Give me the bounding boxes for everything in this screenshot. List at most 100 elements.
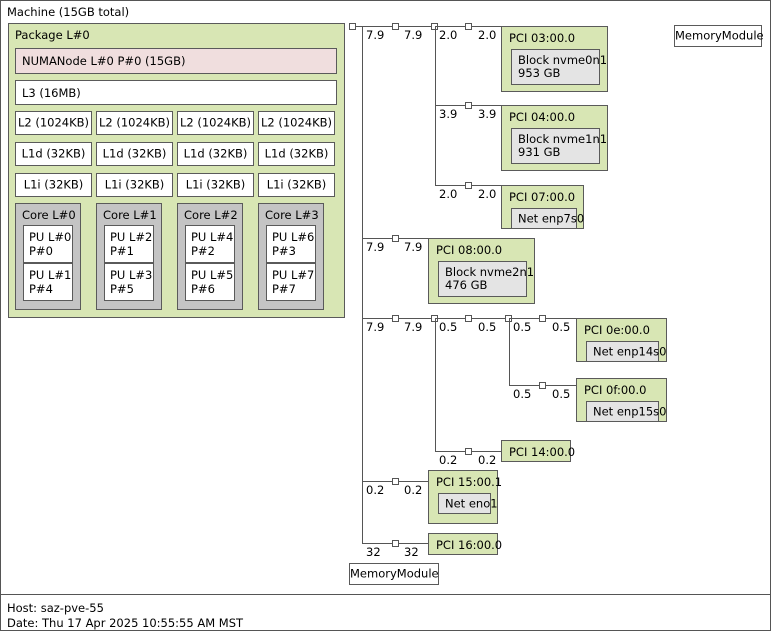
bw-hub2-pci14-left: 0.2	[439, 453, 458, 467]
bw-hub2-hub3-right: 0.5	[478, 320, 497, 334]
machine-title: Machine (15GB total)	[7, 5, 130, 19]
pu-os-index-3-1: P#7	[272, 282, 296, 296]
tree-knob-hub2-pci14	[465, 448, 472, 455]
tree-root-trunk	[362, 26, 363, 544]
l1i-cache-box-3: L1i (32KB)	[258, 173, 335, 197]
pu-label-3-1: PU L#7	[272, 268, 315, 282]
footer-date: Date: Thu 17 Apr 2025 10:55:55 AM MST	[7, 616, 244, 630]
bw-root-pci15-left: 0.2	[366, 483, 385, 497]
pci-box-pci-03: PCI 03:00.0 Block nvme0n1 953 GB	[501, 26, 608, 92]
bw-hub2-pci14-right: 0.2	[478, 453, 497, 467]
package-title: Package L#0	[15, 28, 90, 42]
l1i-cache-box-1: L1i (32KB)	[96, 173, 173, 197]
pci-box-pci-07: PCI 07:00.0 Net enp7s0	[501, 185, 584, 229]
osdev-box-pci-07: Net enp7s0	[511, 208, 584, 229]
bw-hub3-pci0e-left: 0.5	[513, 320, 532, 334]
l1d-cache-box-2: L1d (32KB)	[177, 142, 254, 166]
pu-label-1-0: PU L#2	[110, 230, 153, 244]
pci-box-pci-15: PCI 15:00.1 Net eno1	[428, 470, 502, 524]
bw-hub3-pci0f-right: 0.5	[552, 387, 571, 401]
pu-os-index-1-1: P#5	[110, 282, 134, 296]
pu-os-index-2-1: P#6	[191, 282, 215, 296]
l3-cache-label: L3 (16MB)	[22, 86, 81, 100]
tree-knob-hub1-pci03	[465, 23, 472, 30]
bw-hub1-pci07-left: 2.0	[439, 187, 458, 201]
l1i-cache-label-3: L1i (32KB)	[266, 177, 327, 192]
tree-hub3-trunk	[509, 318, 510, 385]
memory-module-label-0: MemoryModule	[675, 28, 764, 43]
pu-os-index-1-0: P#1	[110, 244, 134, 258]
core-label-3: Core L#3	[265, 208, 319, 222]
tree-knob-hub3-pci0e	[539, 315, 546, 322]
pu-box-0-1: PU L#1 P#4	[23, 263, 73, 301]
tree-knob-root-pci15	[392, 478, 399, 485]
pci-title-pci-0f: PCI 0f:00.0	[584, 383, 647, 397]
bw-root-hub1-left: 7.9	[366, 28, 385, 42]
tree-knob-root-pci08	[392, 235, 399, 242]
bw-root-hub2-right: 7.9	[404, 320, 423, 334]
numanode-label: NUMANode L#0 P#0 (15GB)	[22, 54, 186, 68]
tree-hub2-trunk	[435, 318, 436, 451]
pci-title-pci-15: PCI 15:00.1	[436, 475, 503, 489]
core-label-0: Core L#0	[22, 208, 76, 222]
pu-label-3-0: PU L#6	[272, 230, 315, 244]
pu-os-index-3-0: P#3	[272, 244, 296, 258]
tree-knob-hub3-pci0f	[539, 382, 546, 389]
bw-hub1-pci04-left: 3.9	[439, 107, 458, 121]
pu-label-0-1: PU L#1	[29, 268, 72, 282]
l2-cache-label-2: L2 (1024KB)	[179, 115, 252, 130]
bw-root-pci08-left: 7.9	[366, 240, 385, 254]
pci-title-pci-07: PCI 07:00.0	[509, 190, 576, 204]
l1d-cache-label-2: L1d (32KB)	[183, 146, 248, 161]
l2-cache-box-3: L2 (1024KB)	[258, 111, 335, 135]
tree-knob-root-hub1	[392, 23, 399, 30]
l2-cache-box-0: L2 (1024KB)	[15, 111, 92, 135]
core-label-2: Core L#2	[184, 208, 238, 222]
tree-knob-hub1-pci04	[465, 102, 472, 109]
osdev-box-pci-08: Block nvme2n1 476 GB	[438, 261, 534, 297]
osdev-line1-pci-03: Block nvme0n1	[518, 53, 608, 67]
osdev-line2-pci-08: 476 GB	[445, 278, 488, 292]
l2-cache-box-1: L2 (1024KB)	[96, 111, 173, 135]
pci-box-pci-0e: PCI 0e:00.0 Net enp14s0	[576, 318, 667, 362]
tree-edge-hub2-hub3	[435, 318, 509, 319]
bw-root-pci16-left: 32	[366, 545, 381, 559]
memory-module-box-1: MemoryModule	[349, 563, 439, 585]
pu-label-2-0: PU L#4	[191, 230, 234, 244]
osdev-line2-pci-03: 953 GB	[518, 66, 561, 80]
bw-hub1-pci04-right: 3.9	[478, 107, 497, 121]
bw-hub1-pci03-left: 2.0	[439, 28, 458, 42]
l1d-cache-label-0: L1d (32KB)	[21, 146, 86, 161]
l1d-cache-label-3: L1d (32KB)	[264, 146, 329, 161]
bw-root-pci16-right: 32	[404, 545, 419, 559]
bw-root-pci15-right: 0.2	[404, 483, 423, 497]
l1i-cache-box-2: L1i (32KB)	[177, 173, 254, 197]
l1i-cache-label-0: L1i (32KB)	[23, 177, 84, 192]
l1i-cache-label-2: L1i (32KB)	[185, 177, 246, 192]
l1d-cache-box-3: L1d (32KB)	[258, 142, 335, 166]
tree-knob-hub1-pci07	[465, 182, 472, 189]
l1i-cache-label-1: L1i (32KB)	[104, 177, 165, 192]
memory-module-label-1: MemoryModule	[350, 566, 439, 581]
osdev-line1-pci-07: Net enp7s0	[518, 210, 585, 225]
osdev-line2-pci-04: 931 GB	[518, 145, 561, 159]
osdev-line1-pci-08: Block nvme2n1	[445, 265, 535, 279]
pu-box-0-0: PU L#0 P#0	[23, 225, 73, 263]
bw-root-hub1-right: 7.9	[404, 28, 423, 42]
osdev-box-pci-03: Block nvme0n1 953 GB	[511, 49, 607, 85]
pci-box-pci-0f: PCI 0f:00.0 Net enp15s0	[576, 378, 667, 422]
pu-label-0-0: PU L#0	[29, 230, 72, 244]
pci-box-pci-04: PCI 04:00.0 Block nvme1n1 931 GB	[501, 105, 608, 171]
bw-hub1-pci07-right: 2.0	[478, 187, 497, 201]
pu-box-3-1: PU L#7 P#7	[266, 263, 316, 301]
l1d-cache-label-1: L1d (32KB)	[102, 146, 167, 161]
pci-title-pci-16: PCI 16:00.0	[436, 538, 503, 552]
osdev-box-pci-0e: Net enp14s0	[586, 341, 666, 362]
pci-title-pci-0e: PCI 0e:00.0	[584, 323, 650, 337]
l1i-cache-box-0: L1i (32KB)	[15, 173, 92, 197]
tree-knob-root-hub2	[392, 315, 399, 322]
footer-host: Host: saz-pve-55	[7, 601, 104, 615]
osdev-box-pci-15: Net eno1	[438, 493, 498, 514]
pu-box-2-0: PU L#4 P#2	[185, 225, 235, 263]
osdev-line1-pci-0e: Net enp14s0	[593, 343, 667, 358]
